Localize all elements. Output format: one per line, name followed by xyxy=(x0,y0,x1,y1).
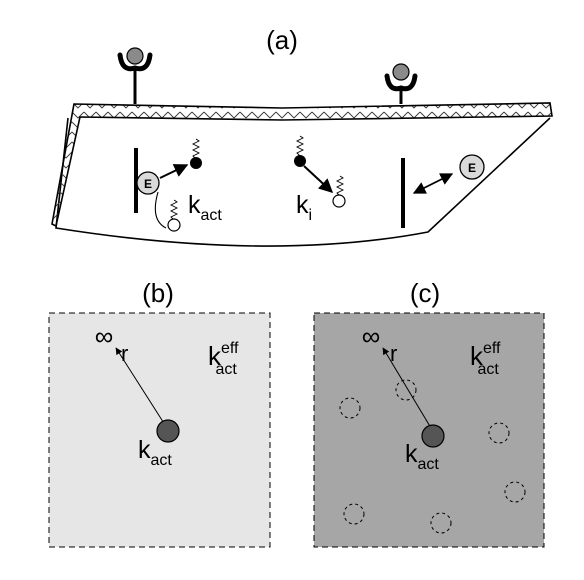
curved-arrow-left xyxy=(154,191,167,229)
active-particle-left xyxy=(190,157,202,169)
receptor-right xyxy=(384,63,418,104)
infinity-label-b: ∞ xyxy=(95,321,114,351)
spring-inactive-left xyxy=(169,199,179,221)
enzyme-bound: E xyxy=(136,171,160,195)
activation-arrow xyxy=(159,164,189,179)
enzyme-label-right: E xyxy=(468,161,476,175)
ligand-left xyxy=(126,47,144,65)
neighbor-particle xyxy=(343,503,365,525)
cell-outline xyxy=(55,117,551,247)
neighbor-particle xyxy=(488,422,510,444)
neighbor-particles xyxy=(339,379,526,534)
spring-active-middle xyxy=(295,135,305,157)
neighbor-particle xyxy=(339,397,361,419)
inactive-particle-middle xyxy=(332,194,346,208)
inactive-particle-left xyxy=(167,218,181,232)
panel-b-label: (b) xyxy=(142,278,174,308)
panel-c-label: (c) xyxy=(410,278,440,308)
center-particle-c xyxy=(421,424,445,448)
ligand-right xyxy=(392,63,410,81)
radius-arrow-b xyxy=(115,347,168,429)
receptor-left xyxy=(117,47,153,104)
deactivation-arrow xyxy=(303,165,334,193)
neighbor-particle xyxy=(395,379,417,401)
neighbor-particle xyxy=(504,481,526,503)
radius-arrow-c xyxy=(382,347,432,429)
binding-arrow xyxy=(412,173,454,194)
panel-a-label: (a) xyxy=(266,25,298,55)
neighbor-particle xyxy=(430,512,452,534)
active-particle-middle xyxy=(294,155,306,167)
spring-active-left xyxy=(191,138,201,160)
r-label-b: r xyxy=(121,341,128,366)
cell-membrane xyxy=(51,102,553,228)
enzyme-label-left: E xyxy=(144,177,152,191)
panel-a: (a) E kact xyxy=(51,25,553,247)
k-act-label-c: kact xyxy=(405,440,439,473)
enzyme-free: E xyxy=(459,154,485,180)
k-act-label-b: kact xyxy=(138,436,172,469)
center-particle-b xyxy=(156,419,180,443)
r-label-c: r xyxy=(390,341,397,366)
infinity-label-c: ∞ xyxy=(362,321,381,351)
spring-inactive-middle xyxy=(335,175,345,197)
k-act-label: kact xyxy=(188,191,222,224)
k-i-label: ki xyxy=(296,191,312,224)
